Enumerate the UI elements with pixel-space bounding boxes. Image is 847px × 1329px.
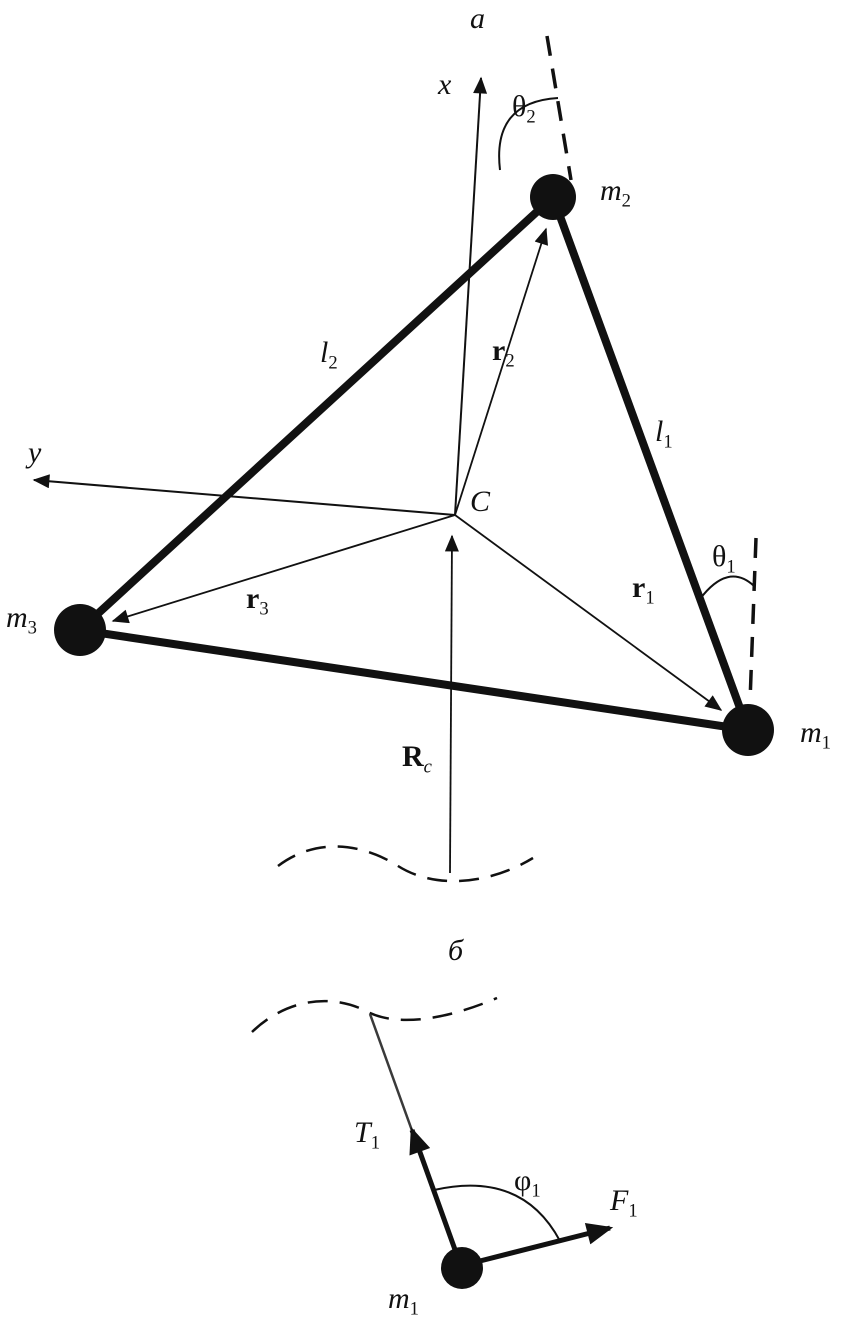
- panel-a-label: a: [470, 4, 485, 34]
- tension-T1-label: T1: [354, 1118, 380, 1153]
- label-base: m: [800, 716, 822, 749]
- center-label: C: [470, 487, 490, 517]
- tension-T1-arrow: [409, 1126, 461, 1259]
- label-base: r: [246, 582, 260, 615]
- force-F1-label: F1: [610, 1186, 638, 1221]
- panel-a-geometry: [32, 35, 774, 883]
- label-sub: 1: [663, 431, 673, 453]
- label-sub: 2: [328, 352, 338, 374]
- y-axis-label: y: [28, 438, 41, 468]
- x-axis-label: x: [438, 70, 451, 100]
- label-sub: 1: [821, 732, 831, 754]
- mass3-label: m3: [6, 603, 37, 638]
- phi1-label: φ1: [514, 1166, 541, 1201]
- label-sub: 1: [531, 1180, 541, 1202]
- label-sub: 2: [621, 190, 631, 212]
- force-F1-arrow: [475, 1223, 614, 1265]
- mass2-label: m2: [600, 176, 631, 211]
- x-axis-arrow: [454, 76, 488, 516]
- vector-r3-label: r3: [246, 584, 269, 619]
- label-sub: 2: [505, 350, 515, 372]
- vector-Rc-label: Rc: [402, 742, 432, 777]
- label-sub: 1: [370, 1132, 380, 1154]
- label-base: T: [354, 1116, 371, 1149]
- label-base: θ: [712, 540, 727, 573]
- label-base: R: [402, 740, 424, 773]
- label-base: r: [492, 334, 506, 367]
- panel-b-geometry: [251, 996, 614, 1289]
- rod-l2-label: l2: [320, 338, 338, 373]
- label-base: a: [470, 2, 485, 35]
- rod-l2: [77, 194, 556, 633]
- vector-r1-arrow: [454, 514, 723, 711]
- rod-l1: [549, 195, 752, 732]
- label-base: l: [320, 336, 329, 369]
- label-sub: 1: [645, 587, 655, 609]
- label-base: б: [448, 934, 464, 967]
- break-wave-b: [251, 996, 498, 1033]
- label-sub: c: [423, 756, 432, 778]
- rod-m3-m1: [79, 626, 749, 734]
- label-base: m: [600, 174, 622, 207]
- theta1-label: θ1: [712, 542, 736, 577]
- y-axis-arrow: [32, 474, 456, 516]
- label-base: m: [6, 601, 28, 634]
- break-wave-a: [277, 845, 534, 883]
- mass2-ball: [530, 174, 576, 220]
- vector-r2-label: r2: [492, 336, 515, 371]
- label-sub: 1: [726, 556, 736, 578]
- label-sub: 3: [27, 617, 37, 639]
- label-sub: 3: [259, 598, 269, 620]
- theta2-label: θ2: [512, 92, 536, 127]
- theta2-arc: [498, 97, 559, 171]
- mass1-ball: [722, 704, 774, 756]
- phi1-arc: [433, 1184, 561, 1242]
- dashed-vertical-m1: [748, 537, 758, 703]
- label-sub: 2: [526, 106, 536, 128]
- mass3-ball: [54, 604, 106, 656]
- theta1-arc: [699, 575, 755, 600]
- label-sub: 1: [409, 1298, 419, 1320]
- label-sub: 1: [628, 1200, 638, 1222]
- dashed-vertical-m2: [545, 35, 573, 181]
- mass1b-ball: [441, 1247, 483, 1289]
- panel-b-label: б: [448, 936, 463, 966]
- mass1b-label: m1: [388, 1284, 419, 1319]
- mass1-label: m1: [800, 718, 831, 753]
- vector-r1-label: r1: [632, 573, 655, 608]
- vector-Rc-arrow: [444, 534, 459, 874]
- vector-r2-arrow: [454, 227, 549, 516]
- label-base: F: [610, 1184, 629, 1217]
- label-base: φ: [514, 1164, 532, 1197]
- label-base: l: [655, 415, 664, 448]
- vector-r3-arrow: [111, 514, 456, 624]
- label-base: C: [470, 485, 491, 518]
- label-base: y: [28, 436, 42, 469]
- label-base: r: [632, 571, 646, 604]
- label-base: θ: [512, 90, 527, 123]
- label-base: x: [438, 68, 452, 101]
- label-base: m: [388, 1282, 410, 1315]
- rod-l1-label: l1: [655, 417, 673, 452]
